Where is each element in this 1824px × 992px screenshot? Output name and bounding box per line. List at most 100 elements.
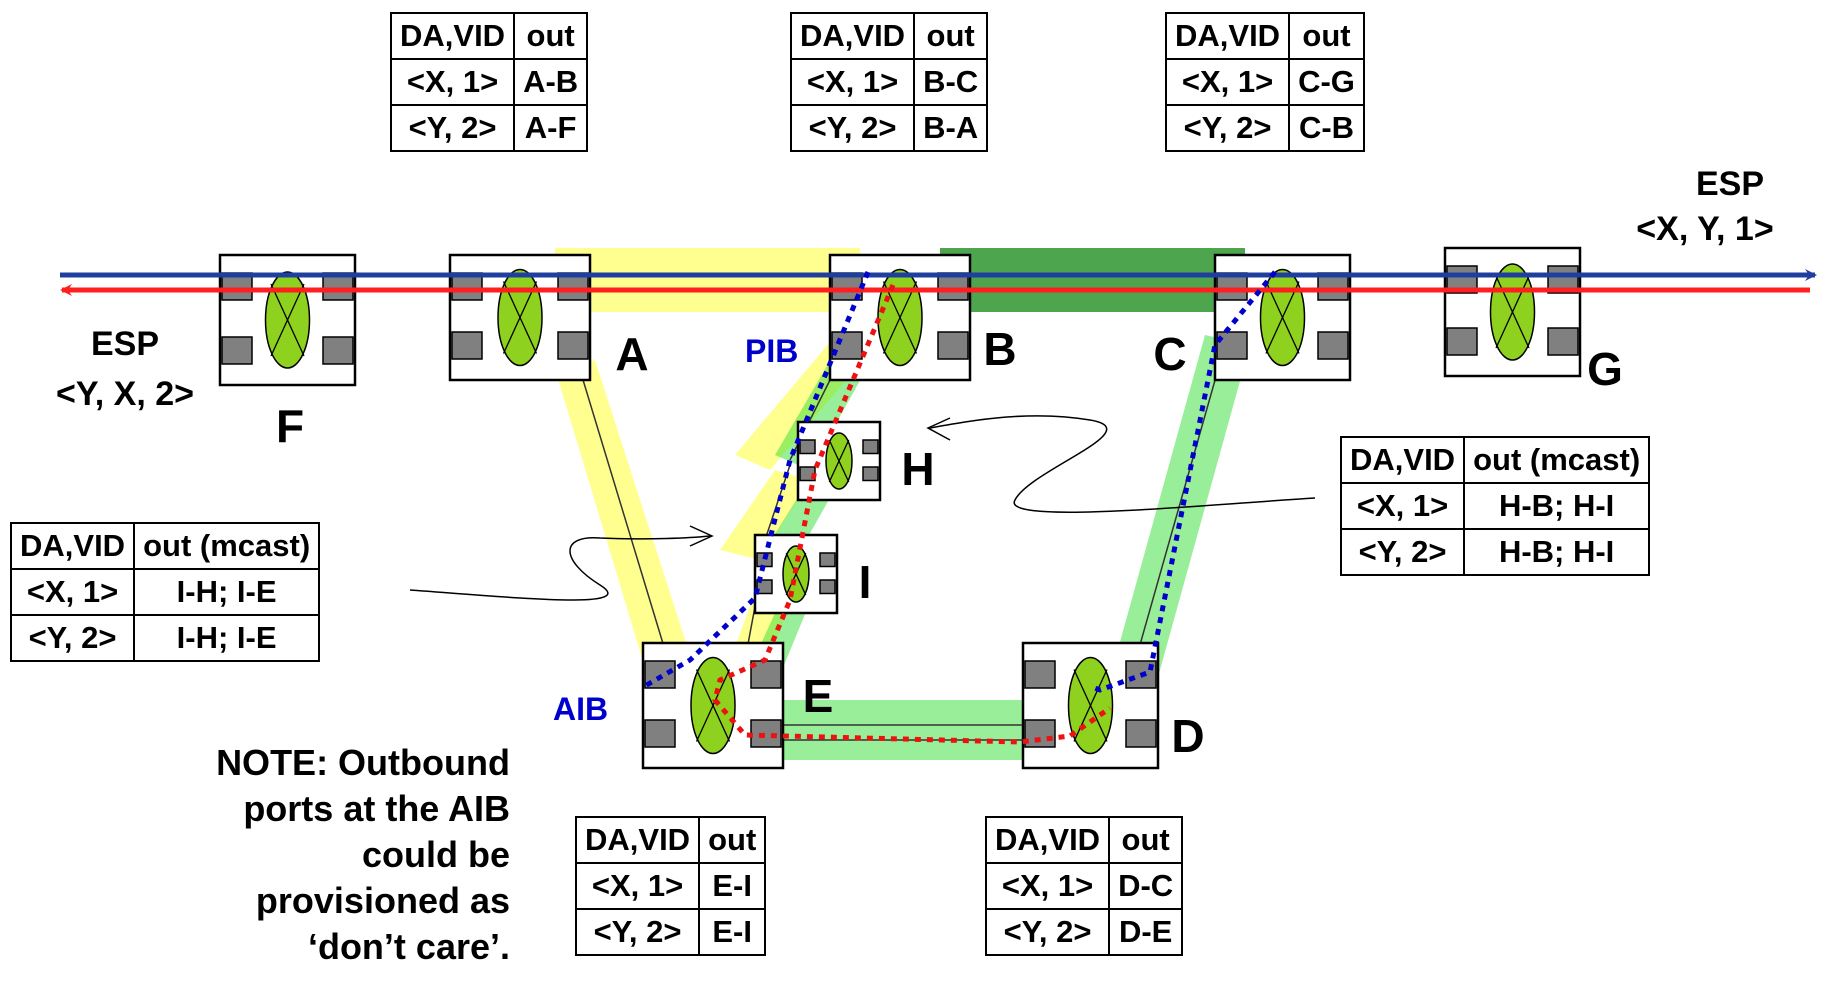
bridge-port	[1317, 331, 1349, 360]
bridge-port	[862, 466, 879, 482]
relay-cross	[1265, 281, 1300, 354]
relay-cross	[695, 669, 731, 742]
pointer-to-h	[929, 415, 1316, 513]
table-cell: <X, 1>	[389, 58, 516, 106]
table-header: DA,VID	[1164, 12, 1291, 60]
table-cell: I-H; I-E	[133, 568, 321, 616]
table-cell: <Y, 2>	[1164, 104, 1291, 152]
bridge-label-b: B	[983, 323, 1016, 375]
table-cell: <X, 1>	[1339, 482, 1466, 530]
table-cell: C-B	[1288, 104, 1365, 152]
esp-left-line2: <Y, X, 2>	[56, 375, 194, 413]
bridge-port	[756, 579, 773, 595]
table-header: DA,VID	[9, 522, 136, 570]
bridge-port	[644, 719, 676, 748]
bridge-port	[831, 331, 863, 360]
bridge-port	[819, 552, 836, 568]
note-text: NOTE: Outbound ports at the AIB could be…	[120, 740, 510, 970]
table-cell: <Y, 2>	[9, 614, 136, 662]
bridge-port	[819, 579, 836, 595]
note-line: ‘don’t care’.	[307, 926, 510, 967]
bridge-label-d: D	[1171, 710, 1204, 762]
bridge-port	[1547, 327, 1579, 356]
table-cell: B-A	[913, 104, 989, 152]
link-a-b-yellow	[555, 248, 860, 312]
relay-cross	[270, 283, 305, 357]
bridge-port	[221, 336, 253, 365]
bridge-port	[1024, 660, 1056, 689]
aib-label: AIB	[553, 691, 608, 727]
table-header: DA,VID	[984, 816, 1111, 864]
bridge-port	[1216, 331, 1248, 360]
bridge-i	[753, 533, 839, 615]
table-cell: <X, 1>	[984, 862, 1111, 910]
note-line: provisioned as	[255, 880, 510, 921]
table-cell: <X, 1>	[574, 862, 701, 910]
table-cell: C-G	[1288, 58, 1365, 106]
table-header: DA,VID	[1339, 436, 1466, 484]
table-cell: D-C	[1108, 862, 1184, 910]
pointer-to-h-head	[926, 417, 951, 441]
link-h-i-yellow	[720, 470, 810, 560]
bridge-d	[1021, 641, 1160, 770]
bridge-port	[557, 331, 589, 360]
table-header: out	[513, 12, 589, 60]
table-cell: E-I	[698, 862, 767, 910]
blue-dotted-path-west	[643, 271, 871, 689]
table-header: out	[1288, 12, 1365, 60]
relay-cross	[502, 281, 538, 354]
table-cell: <Y, 2>	[984, 908, 1111, 956]
link-b-c-dark-green	[940, 248, 1245, 312]
relay-cross	[1073, 669, 1108, 742]
table-cell: A-F	[513, 104, 589, 152]
relay-cross	[828, 439, 850, 483]
table-cell: <Y, 2>	[1339, 528, 1466, 576]
bridge-port	[1125, 719, 1157, 748]
table-cell: <Y, 2>	[574, 908, 701, 956]
table-header: DA,VID	[789, 12, 916, 60]
bridge-port	[1024, 719, 1056, 748]
table-cell: H-B; H-I	[1463, 482, 1651, 530]
bridge-label-a: A	[615, 328, 648, 380]
relay-cross	[785, 552, 807, 596]
table-header: out (mcast)	[1463, 436, 1651, 484]
table-cell: H-B; H-I	[1463, 528, 1651, 576]
bridge-label-i: I	[859, 556, 872, 608]
table-cell: E-I	[698, 908, 767, 956]
bridge-g	[1443, 246, 1582, 378]
bridge-label-g: G	[1587, 343, 1623, 395]
table-cell: <X, 1>	[1164, 58, 1291, 106]
note-line: NOTE: Outbound	[216, 742, 510, 783]
note-line: ports at the AIB	[243, 788, 510, 829]
table-header: out (mcast)	[133, 522, 321, 570]
bridge-label-e: E	[803, 670, 834, 722]
bridge-label-c: C	[1153, 328, 1186, 380]
bridge-h	[796, 420, 882, 502]
esp-right-line2: <X, Y, 1>	[1636, 210, 1773, 248]
table-header: DA,VID	[389, 12, 516, 60]
bridge-port	[799, 439, 816, 455]
red-dotted-path	[712, 284, 1112, 745]
bridge-port	[1446, 327, 1478, 356]
table-cell: A-B	[513, 58, 589, 106]
bridge-label-h: H	[901, 443, 934, 495]
esp-right-line1: ESP	[1696, 165, 1764, 203]
table-cell: I-H; I-E	[133, 614, 321, 662]
pib-label: PIB	[745, 333, 798, 369]
pointer-to-i	[409, 535, 711, 601]
esp-left-line1: ESP	[91, 325, 159, 363]
table-header: DA,VID	[574, 816, 701, 864]
bridge-port	[862, 439, 879, 455]
relay-cross	[882, 281, 918, 354]
blue-dotted-path	[1094, 270, 1277, 693]
table-header: out	[1108, 816, 1184, 864]
table-cell: <X, 1>	[789, 58, 916, 106]
